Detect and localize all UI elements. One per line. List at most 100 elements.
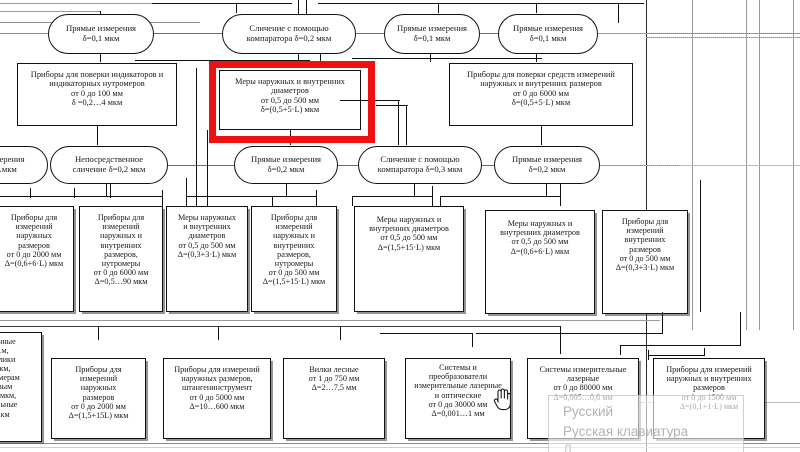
wire-spine-mid-2 xyxy=(338,165,358,166)
box-line: …олики xyxy=(0,355,16,365)
wire-bottom-v-3 xyxy=(340,326,341,340)
ellipse-direct-measurement-c[interactable]: Прямые измерения δ=0,1 мкм xyxy=(498,14,598,54)
box-line: Δ=(1,5+15·L) мкм xyxy=(377,242,441,252)
box-line: Δ=10…600 мкм xyxy=(189,401,245,411)
wire-bottom-bus-2 xyxy=(380,333,472,334)
box-clipped-gauge-blocks[interactable]: …очные …м, …олики …км, … к мерам …вым …1… xyxy=(0,332,42,442)
box-line: Вилки лесные xyxy=(309,365,359,374)
wire-drop-ell2 xyxy=(298,50,299,62)
wire-spine-mid-4 xyxy=(600,165,646,166)
box-line: Δ=0,5…90 мкм xyxy=(94,277,148,287)
box-line: Меры наружных и внутренних xyxy=(235,77,345,86)
box-line: … к мерам xyxy=(0,373,20,383)
wire-bottom-v-4 xyxy=(472,333,473,347)
box-outer-inner-diameter-measures-1p5[interactable]: Меры наружных и внутренних диаметров от … xyxy=(354,206,464,312)
box-line: Меры наружных и xyxy=(376,215,442,224)
language-overlay-extra: Д xyxy=(563,442,573,452)
box-forest-calipers[interactable]: Вилки лесные от 1 до 750 мм Δ=2…7,5 мм xyxy=(283,358,385,439)
box-line: штангенинструмент xyxy=(181,383,253,393)
box-line: наружных размеров, xyxy=(181,374,253,384)
box-line: размеров xyxy=(693,383,725,393)
box-line: Меры наружных и xyxy=(507,219,573,228)
wire-bottom-bus-4 xyxy=(620,345,740,346)
ellipse-comparator-comparison-0p2[interactable]: Сличение с помощью компаратора δ=0,2 мкм xyxy=(222,14,356,54)
wire-mid-v-2 xyxy=(74,188,75,198)
wire-top-drop-2 xyxy=(236,3,237,13)
box-line: и оптические xyxy=(434,390,482,400)
box-line: от 0 до 6000 мм xyxy=(512,88,570,98)
box-line: преобразователи xyxy=(428,372,488,382)
wire-mid-v-8 xyxy=(272,196,273,206)
ellipse-comparator-comparison-0p3[interactable]: Сличение с помощью компаратора δ=0,3 мкм xyxy=(358,146,482,184)
language-indicator-overlay[interactable]: Русский Русская клавиатура Д xyxy=(548,395,744,452)
ellipse-line: δ=0,2 мкм xyxy=(528,164,566,174)
box-verification-instruments-outer-inner[interactable]: Приборы для поверки средств измерений на… xyxy=(449,63,633,126)
ellipse-line: δ=0,1 мкм xyxy=(529,33,567,43)
box-line: измерений xyxy=(275,222,313,232)
wire-mid-drop-2 xyxy=(286,184,287,196)
wire-bottom-v-1 xyxy=(98,326,99,340)
wire-top-bus-b xyxy=(0,11,100,12)
ellipse-line: δ=0,2 мкм xyxy=(267,164,305,174)
box-outer-inner-diameter-measures-0p3[interactable]: Меры наружных и внутренних диаметров от … xyxy=(166,206,248,312)
ellipse-direct-measurement-a[interactable]: Прямые измерения δ=0,1 мкм xyxy=(48,14,154,54)
box-line: Δ=(0,3+3·L) мкм xyxy=(177,249,237,259)
box-outer-dimension-instruments-2000[interactable]: Приборы для измерений наружных размеров … xyxy=(0,206,74,312)
box-line: Системы и xyxy=(439,363,477,372)
ellipse-line: Прямые измерения xyxy=(396,23,468,34)
box-line: Приборы для xyxy=(621,217,669,226)
ellipse-line: …мерения xyxy=(0,154,25,165)
ellipse-direct-comparison-0p2[interactable]: Непосредственное сличение δ=0,2 мкм xyxy=(50,146,168,184)
wire-mid-bus-3 xyxy=(186,196,316,197)
box-line: …км xyxy=(0,409,10,419)
ellipse-direct-measurement-b[interactable]: Прямые измерения δ=0,1 мкм xyxy=(384,14,480,54)
box-indicator-verification-instruments[interactable]: Приборы для поверки индикаторов и индика… xyxy=(17,63,177,126)
box-outer-inner-instruments-bore-6000[interactable]: Приборы для измерений наружных и внутрен… xyxy=(79,206,163,312)
box-line: δ=(0,5+5·L) мкм xyxy=(260,105,320,115)
box-line: наружных и xyxy=(99,231,143,241)
wire-top-bus-c xyxy=(152,3,292,4)
box-line: размеров xyxy=(82,392,115,402)
ellipse-line: сличение δ=0,2 мкм xyxy=(72,164,146,174)
ellipse-direct-measurement-0p2-a[interactable]: Прямые измерения δ=0,2 мкм xyxy=(234,146,338,184)
ellipse-line: δ=0,1 мкм xyxy=(413,33,451,43)
box-line: Приборы для xyxy=(10,213,58,222)
page-rule-lower xyxy=(560,165,800,166)
wire-spine-top-3 xyxy=(356,33,384,34)
box-outer-inner-instruments-bore-500[interactable]: Приборы для измерений наружных и внутрен… xyxy=(251,206,337,312)
ellipse-direct-measurement-0p2-b[interactable]: Прямые измерения δ=0,2 мкм xyxy=(494,146,600,184)
box-outer-inner-diameter-measures-0p6[interactable]: Меры наружных и внутренних диаметров от … xyxy=(485,210,595,314)
box-line: Приборы для xyxy=(75,365,122,374)
wire-bottom-bus-1 xyxy=(0,326,560,327)
page-rule-foot-a xyxy=(0,443,800,444)
wire-drop-ell3 xyxy=(430,50,431,62)
box-line: от 0,5 до 500 мм xyxy=(511,237,569,247)
box-line: размеров xyxy=(18,240,50,250)
wire-mid-v-9 xyxy=(316,190,317,206)
box-line: измерений xyxy=(626,226,664,236)
wire-bottom-v-2 xyxy=(218,326,219,340)
box-line: от 0 до 5000 мм xyxy=(189,392,245,402)
box-inner-dimension-instruments-500[interactable]: Приборы для измерений внутренних размеро… xyxy=(602,210,688,314)
wire-mid-v-3 xyxy=(110,184,111,198)
ellipse-measurement-clipped-left[interactable]: …мерения …мкм xyxy=(0,146,48,184)
wire-spine-mid-1 xyxy=(168,165,234,166)
page-rule-foot-b xyxy=(0,447,800,448)
wire-mid-v-7 xyxy=(207,130,208,206)
wire-box-join-2 xyxy=(376,105,408,106)
box-caliper-instruments-5000[interactable]: Приборы для измерений наружных размеров,… xyxy=(163,358,271,439)
wire-top-drop-5 xyxy=(438,3,439,13)
wire-box-drop-1 xyxy=(97,126,98,145)
box-line: от 0 до 2000 мм xyxy=(71,401,126,411)
box-line: …1 мкм, xyxy=(0,391,17,401)
wire-mid-bus-4 xyxy=(352,196,432,197)
wire-merge-c-v xyxy=(320,53,321,63)
box-outer-dimension-instruments-2000-bottom[interactable]: Приборы для измерений наружных размеров … xyxy=(51,358,146,439)
wire-bottom-bus-3 xyxy=(476,333,662,334)
box-outer-inner-diameter-measures-highlighted[interactable]: Меры наружных и внутренних диаметров от … xyxy=(219,70,361,130)
box-laser-optical-transducers-30000[interactable]: Системы и преобразователи измерительные … xyxy=(405,358,511,439)
box-line: Меры наружных xyxy=(177,213,237,222)
ellipse-line: …мкм xyxy=(0,164,17,174)
box-line: δ=(0,5+5·L) мкм xyxy=(511,98,571,108)
wire-top-bus-a xyxy=(0,3,152,4)
